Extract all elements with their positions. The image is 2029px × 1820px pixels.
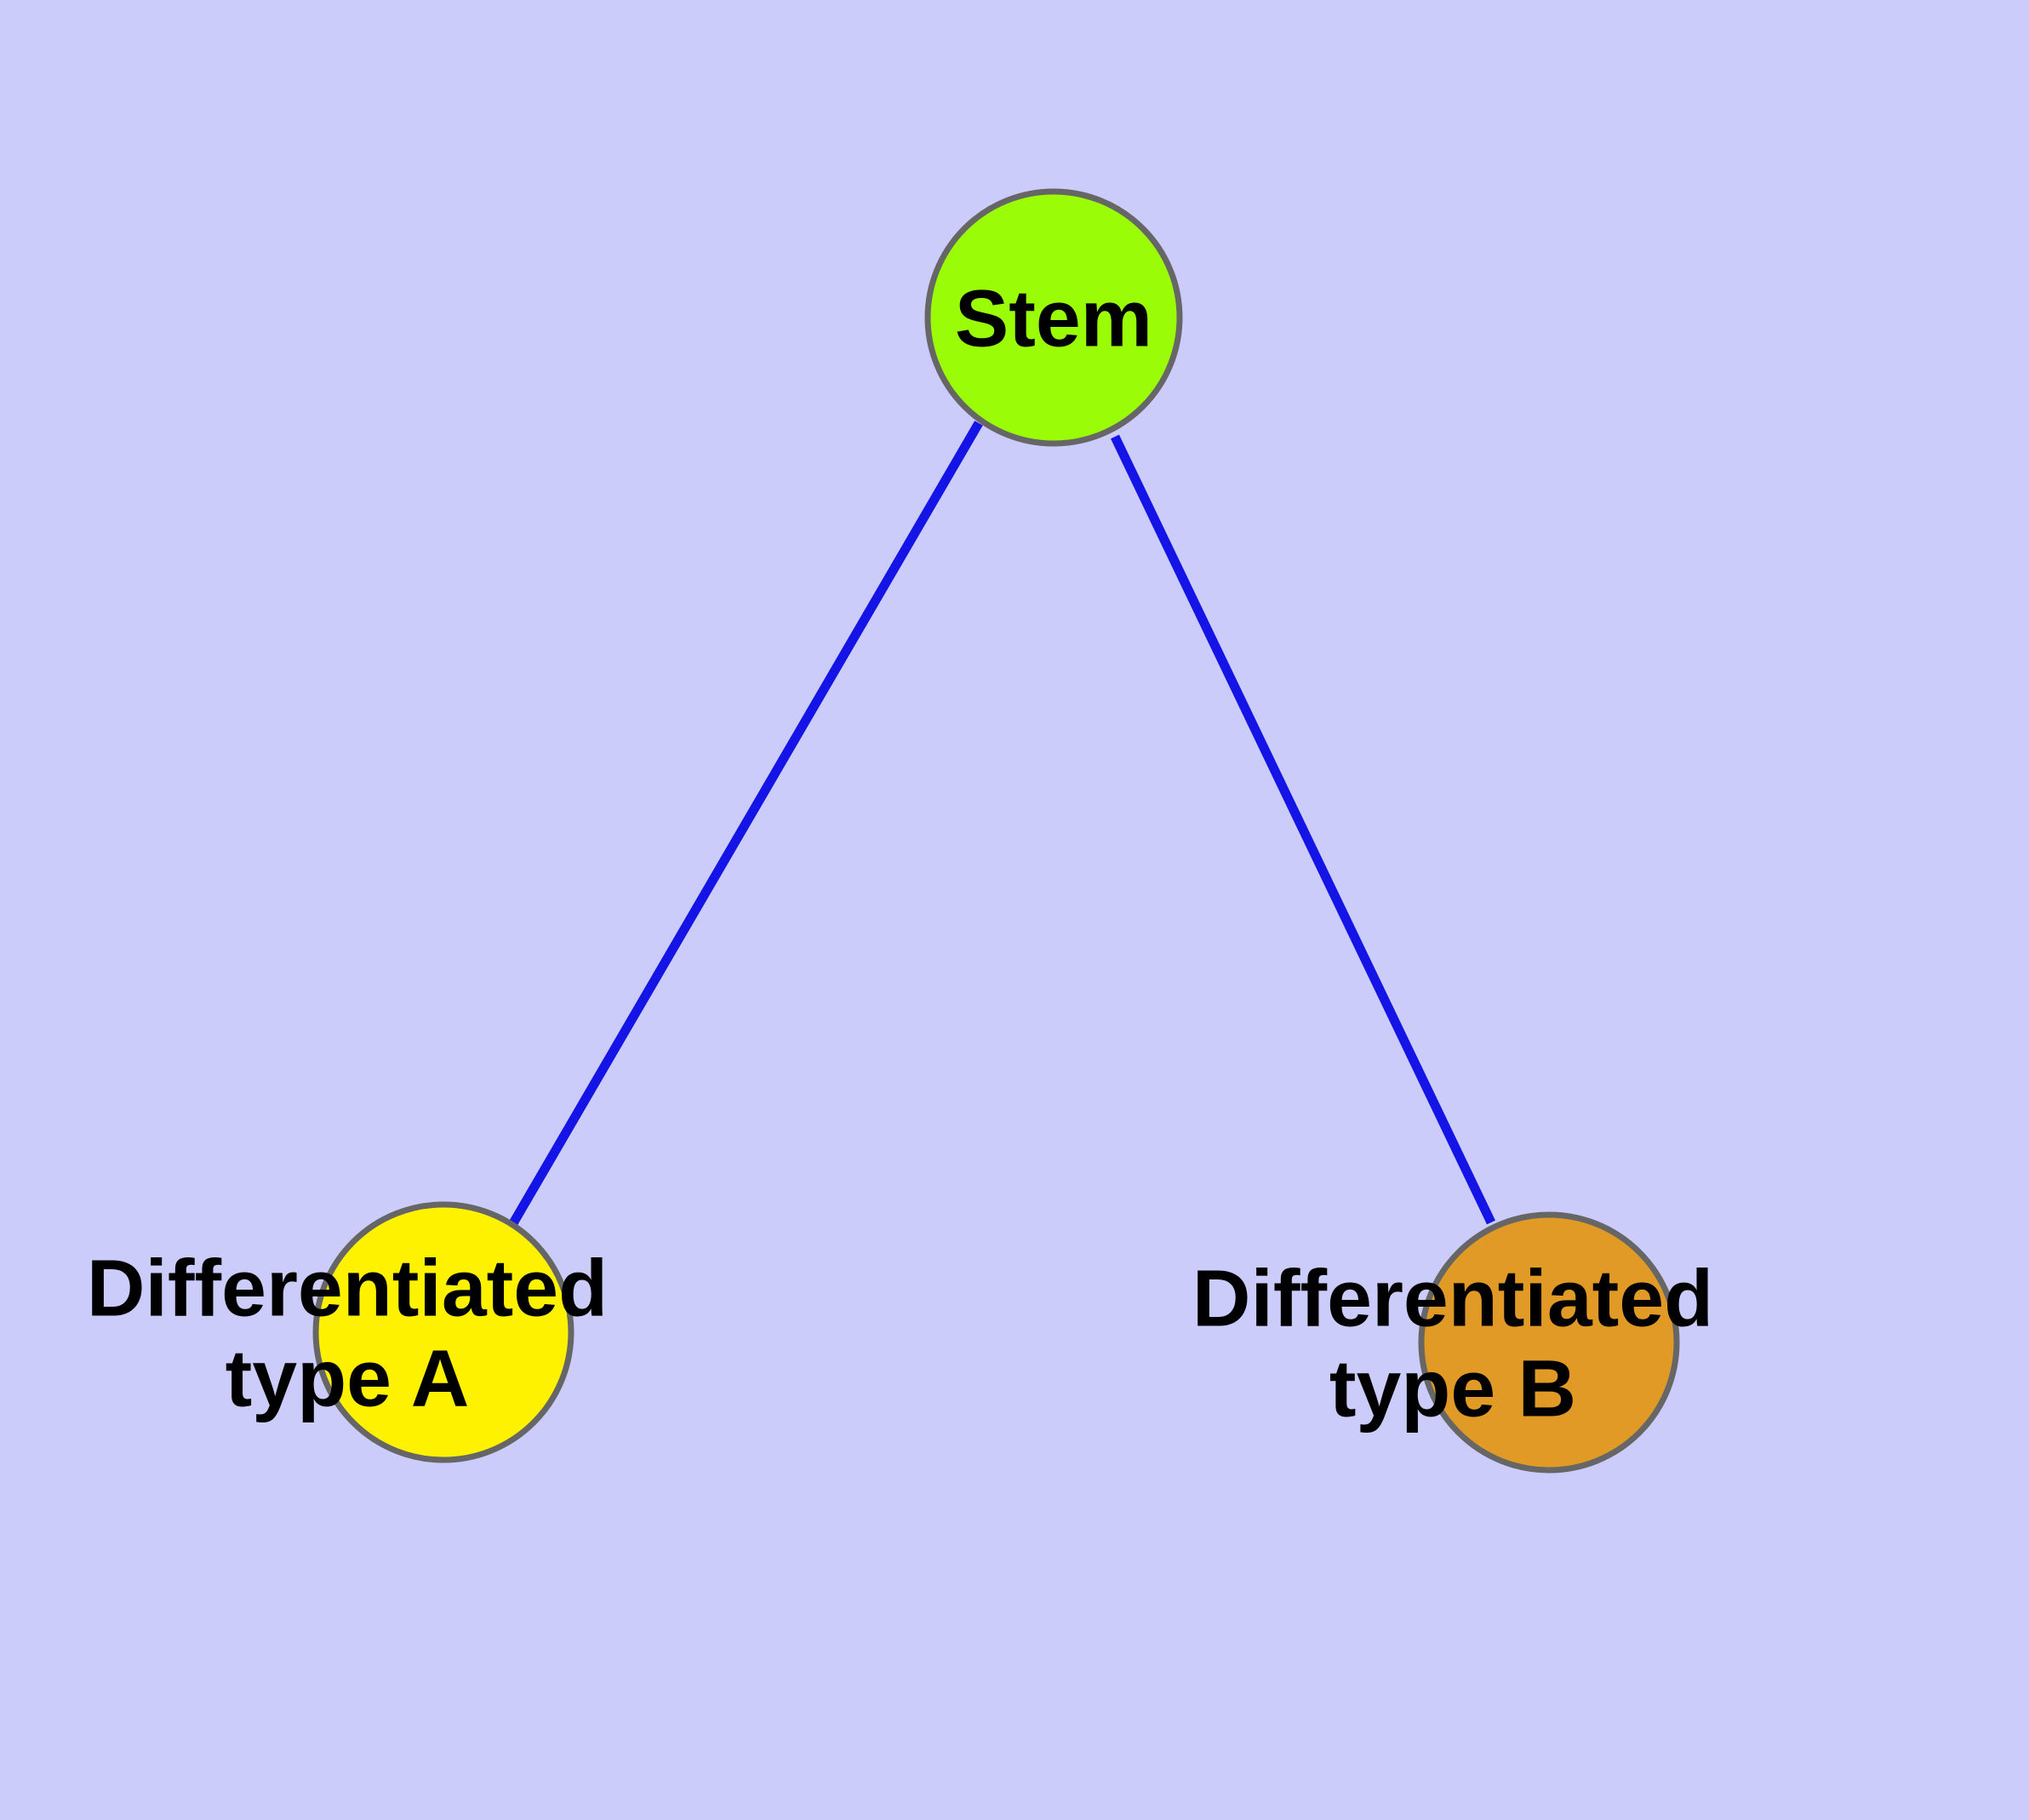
- graph-node-label-line: Differentiated: [87, 1243, 608, 1333]
- graph-node-diff-a[interactable]: [312, 1201, 574, 1463]
- nodes-layer: [312, 188, 1680, 1474]
- graph-edge-stem-to-diff-b[interactable]: [1111, 434, 1495, 1225]
- graph-node-label-stem: Stem: [955, 273, 1152, 363]
- edges-layer: [509, 421, 1495, 1226]
- graph-node-label-line: type A: [226, 1333, 470, 1423]
- graph-node-diff-b[interactable]: [1418, 1211, 1680, 1474]
- graph-node-label-line: type B: [1329, 1343, 1576, 1434]
- graph-node-label-line: Stem: [955, 273, 1152, 363]
- graph-node-label-line: Differentiated: [1192, 1253, 1713, 1343]
- graph-edge-stem-to-diff-a[interactable]: [509, 421, 983, 1226]
- graph-node-stem[interactable]: [924, 188, 1183, 447]
